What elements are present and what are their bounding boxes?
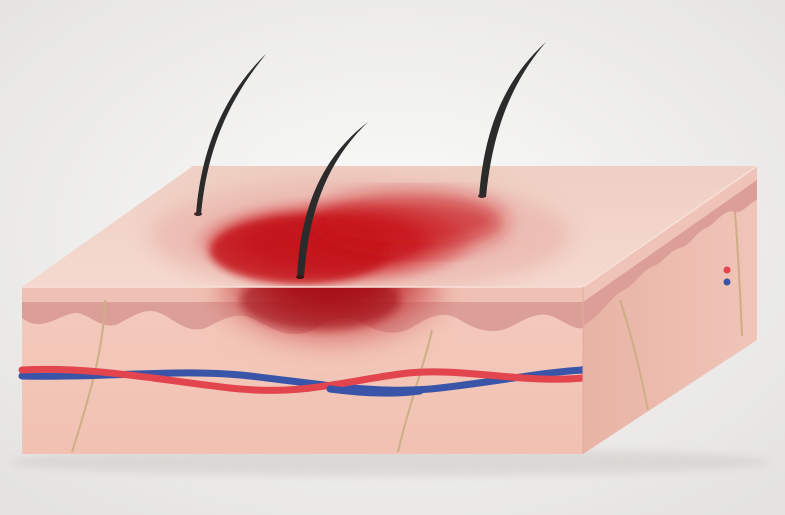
hair-follicle [296,275,304,279]
hair-follicle [478,194,486,198]
vein-cross-section [724,279,731,286]
artery-cross-section [724,267,731,274]
vein-overlap [330,389,420,393]
inflamed-patch-top [150,178,570,294]
hair-follicle [194,212,202,216]
